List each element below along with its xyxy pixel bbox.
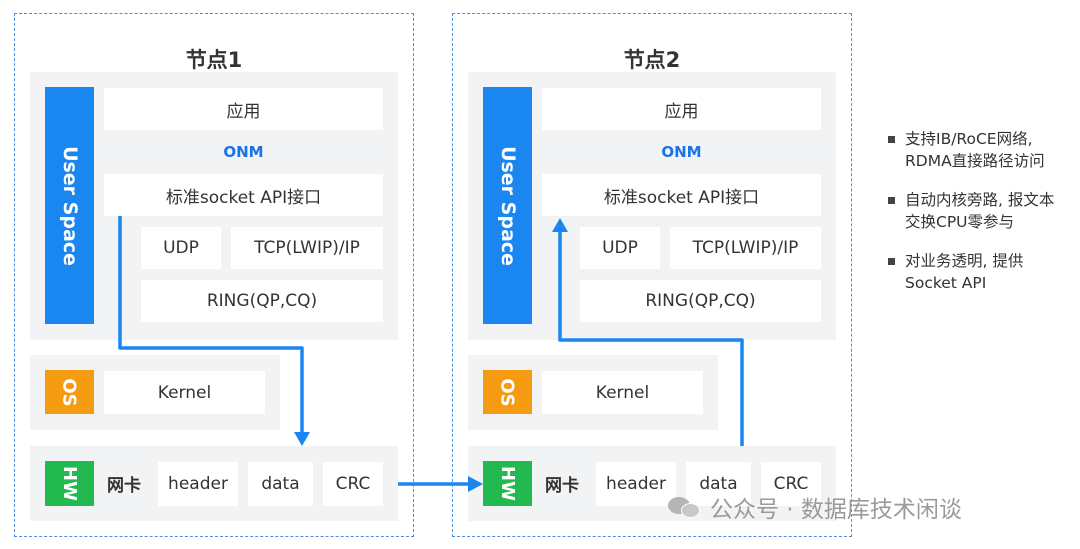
note-line: Socket API [905, 274, 987, 292]
kernel-box: Kernel [542, 371, 703, 414]
note-line: 自动内核旁路, 报文本 [905, 191, 1055, 209]
hw-bar: HW [483, 461, 532, 506]
socket-api-box: 标准socket API接口 [542, 174, 821, 216]
bullet-square-icon [888, 197, 895, 204]
node-title: 节点1 [185, 48, 243, 72]
arrowhead-down [294, 432, 310, 446]
app-box: 应用 [104, 88, 383, 130]
note-line: RDMA直接路径访问 [905, 152, 1045, 170]
ring-box: RING(QP,CQ) [141, 280, 383, 322]
data-box: data [686, 462, 751, 506]
note-item: 自动内核旁路, 报文本 交换CPU零参与 [888, 189, 1078, 233]
udp-box: UDP [580, 227, 660, 269]
arrowhead-up [552, 218, 568, 232]
wechat-icon [668, 495, 702, 519]
note-line: 对业务透明, 提供 [905, 252, 1024, 270]
os-bar: OS [483, 370, 532, 414]
node-1-frame: 节点1 [14, 13, 414, 537]
nic-label: 网卡 [107, 476, 141, 496]
os-bar: OS [45, 370, 94, 414]
ring-box: RING(QP,CQ) [580, 280, 821, 322]
node-title: 节点2 [623, 48, 681, 72]
kernel-box: Kernel [104, 371, 265, 414]
header-box: header [158, 462, 238, 506]
data-box: data [248, 462, 313, 506]
note-item: 对业务透明, 提供 Socket API [888, 250, 1078, 294]
feature-notes: 支持IB/RoCE网络, RDMA直接路径访问 自动内核旁路, 报文本 交换CP… [888, 128, 1078, 311]
bullet-square-icon [888, 136, 895, 143]
node-2-frame: 节点2 [452, 13, 852, 537]
app-box: 应用 [542, 88, 821, 130]
user-space-bar: User Space [45, 87, 94, 324]
bullet-square-icon [888, 258, 895, 265]
user-space-bar: User Space [483, 87, 532, 324]
tcp-ip-box: TCP(LWIP)/IP [231, 227, 383, 269]
hw-bar: HW [45, 461, 94, 506]
crc-box: CRC [323, 462, 383, 506]
arrowhead-right [468, 476, 483, 492]
udp-box: UDP [141, 227, 221, 269]
node2-upflow-arrow [558, 232, 744, 446]
note-item: 支持IB/RoCE网络, RDMA直接路径访问 [888, 128, 1078, 172]
watermark: 公众号 · 数据库技术闲谈 [668, 490, 962, 524]
nic-label: 网卡 [545, 476, 579, 496]
header-box: header [596, 462, 676, 506]
onm-label: ONM [661, 143, 702, 161]
note-line: 交换CPU零参与 [905, 213, 1015, 231]
node1-downflow-arrow [118, 216, 304, 432]
note-line: 支持IB/RoCE网络, [905, 130, 1033, 148]
socket-api-box: 标准socket API接口 [104, 174, 383, 216]
tcp-ip-box: TCP(LWIP)/IP [670, 227, 821, 269]
onm-label: ONM [223, 143, 264, 161]
crc-box: CRC [761, 462, 821, 506]
watermark-text: 公众号 · 数据库技术闲谈 [710, 497, 962, 523]
